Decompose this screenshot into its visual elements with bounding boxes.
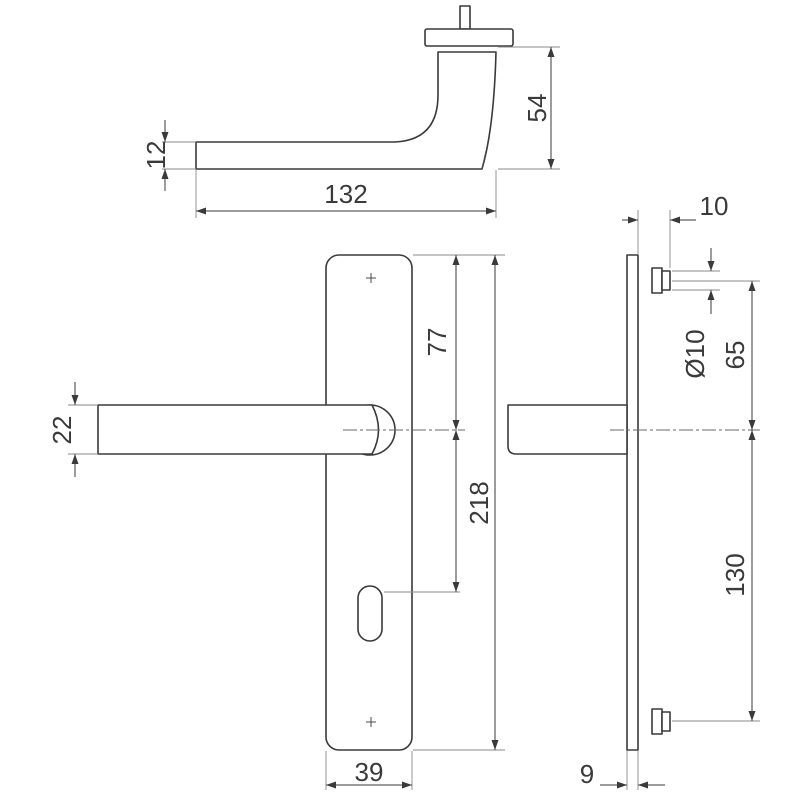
dimension-54: 54 <box>522 47 555 169</box>
dimension-39: 39 <box>326 757 412 789</box>
dim-label-132: 132 <box>324 179 367 209</box>
dimension-22: 22 <box>47 382 79 477</box>
lever-front <box>97 404 380 455</box>
dimension-218: 218 <box>464 255 499 750</box>
backplate <box>325 254 413 751</box>
dimension-10: 10 <box>622 191 729 224</box>
fixing-post-top <box>651 267 671 294</box>
fixing-post-bottom <box>651 708 671 735</box>
lever-side <box>507 404 628 455</box>
dimension-12: 12 <box>141 120 171 191</box>
dim-label-39: 39 <box>355 757 384 787</box>
dim-label-77: 77 <box>422 328 452 357</box>
dimension-9: 9 <box>580 759 665 789</box>
fixing-mark-top <box>366 273 376 283</box>
dim-label-218: 218 <box>464 481 494 524</box>
fixing-mark-bottom <box>366 717 376 727</box>
dim-label-10: 10 <box>700 191 729 221</box>
spindle-pin <box>459 5 471 30</box>
dim-label-130: 130 <box>720 553 750 596</box>
dimension-diameter-10: Ø10 <box>680 248 715 379</box>
dim-label-9: 9 <box>580 759 594 789</box>
dimension-65: 65 <box>720 281 756 430</box>
dim-label-diameter-10: Ø10 <box>680 329 710 378</box>
dim-label-22: 22 <box>47 416 77 445</box>
dim-label-54: 54 <box>522 94 552 123</box>
backplate-side <box>626 254 639 751</box>
side-view <box>507 254 671 751</box>
lever-profile <box>195 51 497 170</box>
dim-label-12: 12 <box>141 141 171 170</box>
dimension-130: 130 <box>720 430 756 721</box>
lever-top-view <box>195 5 514 170</box>
rose-top <box>424 28 514 47</box>
front-view <box>97 254 413 751</box>
dim-label-65: 65 <box>720 341 750 370</box>
dimension-132: 132 <box>196 179 496 215</box>
keyhole <box>357 585 383 642</box>
dimension-77: 77 <box>422 255 460 430</box>
